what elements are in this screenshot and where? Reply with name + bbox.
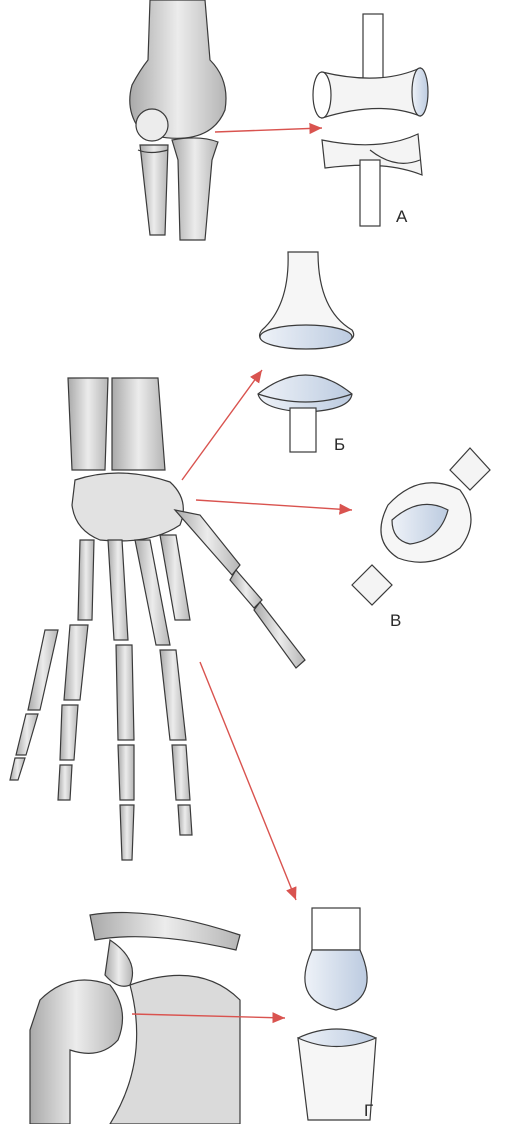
- label-g: Г: [364, 1101, 373, 1120]
- label-b: Б: [334, 435, 345, 454]
- spherical-joint-model: [298, 908, 376, 1120]
- arrow-finger-to-g: [200, 662, 296, 900]
- arrow-thumb-to-v: [196, 500, 352, 510]
- label-a: А: [396, 207, 408, 226]
- shoulder-bones-icon: [30, 913, 240, 1124]
- elbow-bones-icon: [130, 0, 226, 240]
- hand-skeleton-icon: [10, 378, 305, 860]
- label-v: В: [390, 611, 401, 630]
- arrow-wrist-to-b: [182, 370, 262, 480]
- arrow-elbow-to-a: [215, 128, 322, 132]
- hinge-joint-model: [313, 14, 428, 226]
- arrows: [132, 128, 352, 1018]
- saddle-joint-model: [352, 448, 490, 605]
- ellipsoid-joint-model: [258, 252, 354, 452]
